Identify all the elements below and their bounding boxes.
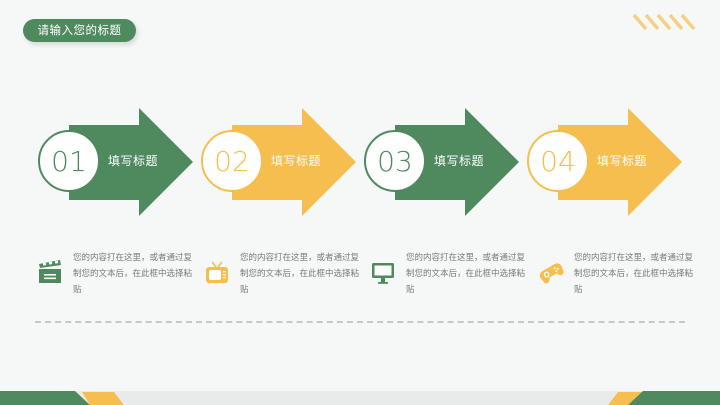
description-1: 您的内容打在这里，或者通过复制您的文本后，在此框中选择粘贴 — [32, 250, 197, 300]
description-text: 您的内容打在这里，或者通过复制您的文本后，在此框中选择粘贴 — [240, 253, 360, 295]
arrow-shape-icon — [395, 108, 519, 216]
step-1: 01 填写标题 — [31, 105, 206, 220]
arrow-shape-icon — [558, 108, 682, 216]
description-text: 您的内容打在这里，或者通过复制您的文本后，在此框中选择粘贴 — [406, 253, 526, 295]
page-title: 请输入您的标题 — [23, 19, 136, 42]
description-text: 您的内容打在这里，或者通过复制您的文本后，在此框中选择粘贴 — [574, 253, 694, 295]
description-3: 您的内容打在这里，或者通过复制您的文本后，在此框中选择粘贴 — [365, 250, 530, 300]
step-number: 04 — [527, 130, 589, 192]
description-4: 您的内容打在这里，或者通过复制您的文本后，在此框中选择粘贴 — [533, 250, 698, 300]
gamepad-icon — [539, 263, 564, 284]
step-label: 填写标题 — [271, 154, 322, 168]
monitor-icon — [372, 263, 394, 284]
step-number: 03 — [364, 130, 426, 192]
clapperboard-icon — [39, 260, 61, 283]
description-text: 您的内容打在这里，或者通过复制您的文本后，在此框中选择粘贴 — [73, 253, 193, 295]
tv-icon — [206, 261, 228, 283]
decorative-stripes-icon — [632, 13, 696, 31]
step-label: 填写标题 — [108, 154, 159, 168]
bottom-bar — [0, 391, 720, 405]
arrow-shape-icon — [69, 108, 193, 216]
step-2: 02 填写标题 — [194, 105, 369, 220]
step-number: 01 — [38, 130, 100, 192]
step-4: 04 填写标题 — [520, 105, 695, 220]
step-3: 03 填写标题 — [357, 105, 532, 220]
arrow-shape-icon — [232, 108, 356, 216]
step-label: 填写标题 — [597, 154, 648, 168]
dashed-divider — [35, 321, 685, 323]
step-label: 填写标题 — [434, 154, 485, 168]
step-number: 02 — [201, 130, 263, 192]
bottom-right-decoration — [608, 391, 720, 405]
bottom-left-decoration — [0, 391, 124, 405]
description-2: 您的内容打在这里，或者通过复制您的文本后，在此框中选择粘贴 — [199, 250, 364, 300]
